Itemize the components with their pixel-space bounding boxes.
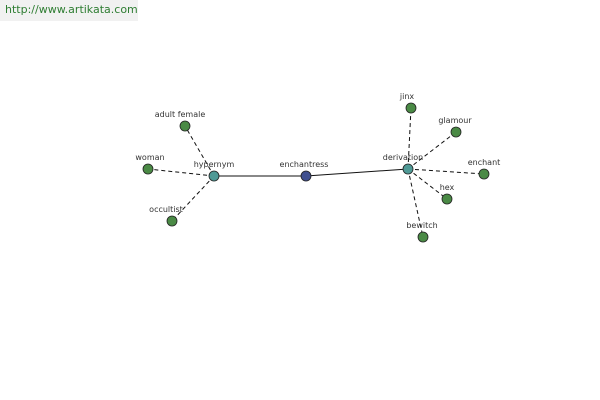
- node-circle-hex[interactable]: [441, 193, 453, 205]
- node-label-enchantress: enchantress: [280, 160, 329, 169]
- edge-hypernym-to-woman: [147, 168, 215, 177]
- node-circle-woman[interactable]: [142, 163, 154, 175]
- node-woman[interactable]: woman: [135, 153, 165, 175]
- node-label-hypernym: hypernym: [194, 160, 235, 169]
- edge-derivation-to-enchant: [407, 168, 485, 175]
- node-label-woman: woman: [135, 153, 164, 162]
- site-url-text[interactable]: http://www.artikata.com: [5, 3, 138, 16]
- node-circle-adult-female[interactable]: [179, 120, 191, 132]
- edge-layer: [147, 107, 485, 238]
- node-label-occultist: occultist: [149, 205, 183, 214]
- node-label-bewitch: bewitch: [406, 221, 437, 230]
- edge-derivation-to-glamour: [407, 131, 457, 170]
- edge-hypernym-to-adult-female: [184, 125, 215, 177]
- node-circle-enchantress[interactable]: [300, 170, 312, 182]
- node-circle-jinx[interactable]: [405, 102, 417, 114]
- edge-derivation-to-bewitch: [407, 168, 424, 238]
- node-label-hex: hex: [440, 183, 455, 192]
- node-hex[interactable]: hex: [440, 183, 455, 205]
- node-adult-female[interactable]: adult female: [155, 110, 206, 132]
- node-glamour[interactable]: glamour: [438, 116, 472, 138]
- node-label-glamour: glamour: [438, 116, 472, 125]
- node-circle-derivation[interactable]: [402, 163, 414, 175]
- node-circle-glamour[interactable]: [450, 126, 462, 138]
- node-bewitch[interactable]: bewitch: [406, 221, 438, 243]
- node-circle-occultist[interactable]: [166, 215, 178, 227]
- node-occultist[interactable]: occultist: [149, 205, 183, 227]
- edge-derivation-to-hex: [407, 168, 448, 200]
- site-url-banner[interactable]: http://www.artikata.com: [0, 0, 138, 21]
- node-label-jinx: jinx: [399, 92, 415, 101]
- edge-enchantress-to-derivation: [305, 168, 409, 177]
- node-derivation[interactable]: derivation: [383, 153, 423, 175]
- node-label-derivation: derivation: [383, 153, 423, 162]
- node-enchant[interactable]: enchant: [468, 158, 501, 180]
- node-label-enchant: enchant: [468, 158, 501, 167]
- node-circle-enchant[interactable]: [478, 168, 490, 180]
- node-circle-hypernym[interactable]: [208, 170, 220, 182]
- edge-hypernym-to-occultist: [171, 175, 215, 222]
- node-jinx[interactable]: jinx: [399, 92, 417, 114]
- edge-derivation-to-jinx: [407, 107, 412, 170]
- node-label-adult-female: adult female: [155, 110, 206, 119]
- node-layer: enchantress hypernym derivation adult femal…: [135, 92, 501, 243]
- node-enchantress[interactable]: enchantress: [280, 160, 329, 182]
- node-circle-bewitch[interactable]: [417, 231, 429, 243]
- node-hypernym[interactable]: hypernym: [194, 160, 235, 182]
